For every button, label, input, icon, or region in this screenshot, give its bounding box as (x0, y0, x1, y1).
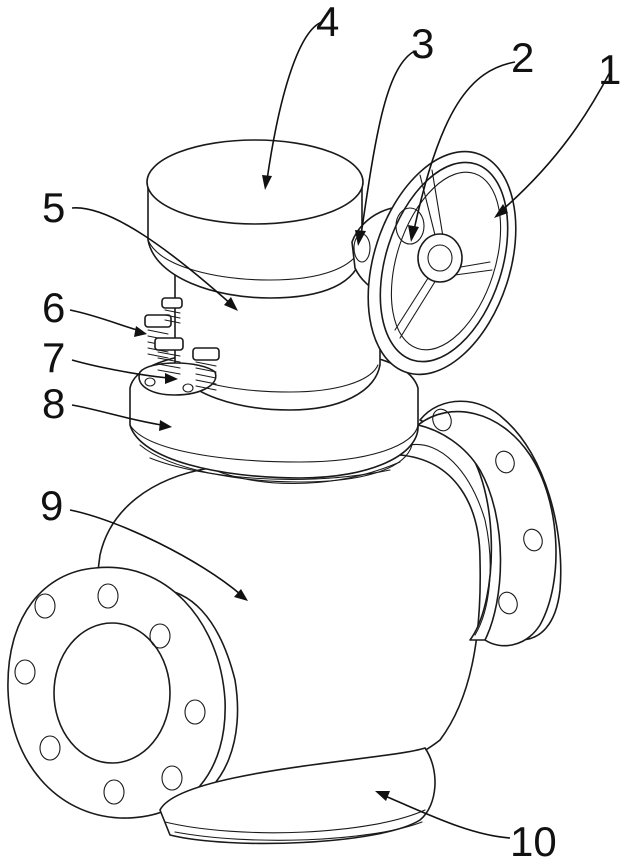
callout-label-7: 7 (42, 334, 65, 381)
callout-label-8: 8 (42, 380, 65, 427)
callout-label-5: 5 (42, 184, 65, 231)
callout-label-1: 1 (598, 46, 621, 93)
callout-label-2: 2 (511, 34, 534, 81)
callout-label-9: 9 (40, 482, 63, 529)
callout-label-3: 3 (411, 20, 434, 67)
callout-label-6: 6 (42, 284, 65, 331)
top-cover (147, 140, 363, 298)
callout-label-10: 10 (510, 818, 557, 865)
callout-label-4: 4 (316, 0, 339, 45)
